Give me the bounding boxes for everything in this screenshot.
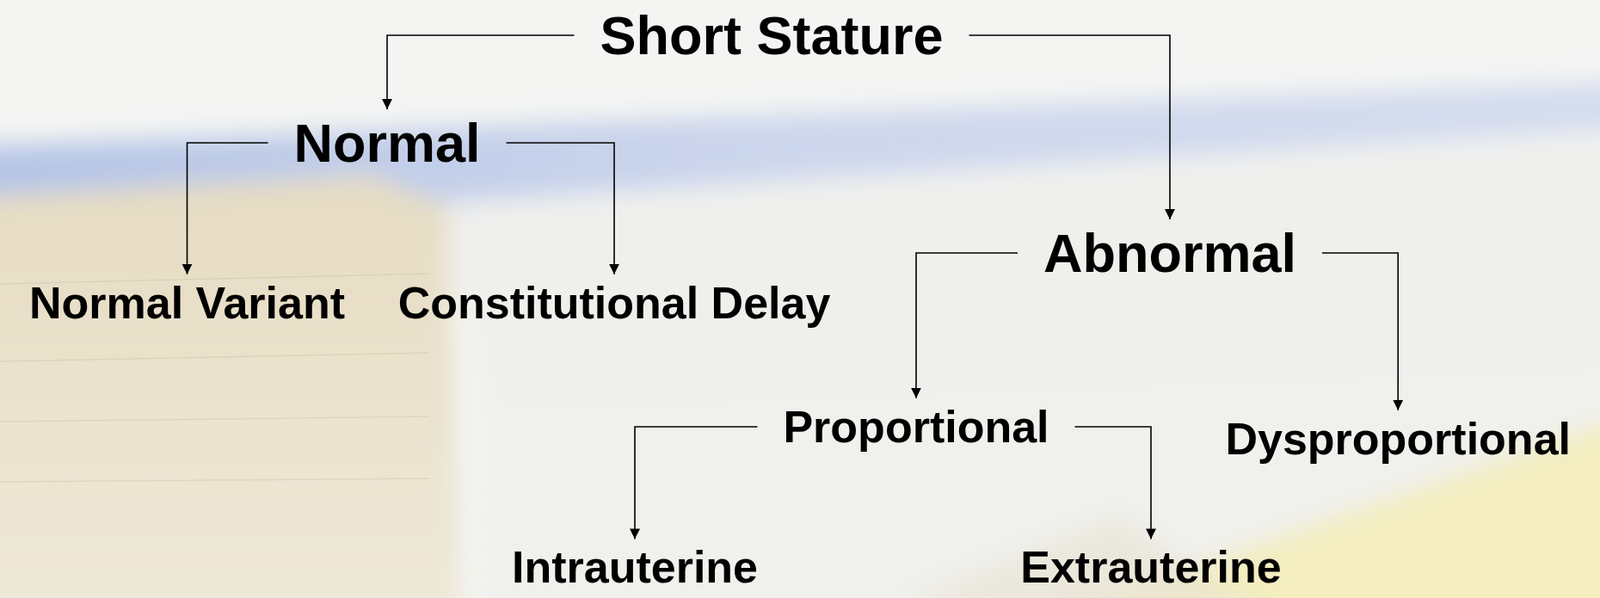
tree-connector bbox=[387, 35, 574, 110]
tree-node: Extrauterine bbox=[994, 538, 1307, 597]
node-label: Intrauterine bbox=[511, 543, 758, 591]
node-label: Constitutional Delay bbox=[398, 279, 831, 327]
tree-node: Dysproportional bbox=[1199, 410, 1597, 468]
tree-node: Proportional bbox=[756, 398, 1075, 456]
tree-connector bbox=[634, 426, 757, 539]
tree-connector bbox=[916, 252, 1018, 399]
node-label: Extrauterine bbox=[1020, 543, 1281, 591]
tree-node: Intrauterine bbox=[486, 538, 784, 597]
node-label: Normal bbox=[293, 114, 480, 172]
tree-connector bbox=[506, 142, 615, 275]
tree-node: Abnormal bbox=[1017, 219, 1323, 287]
page-lines bbox=[0, 273, 431, 482]
blurred-books bbox=[0, 81, 1600, 598]
tree-node: Normal bbox=[267, 109, 506, 177]
tree-node: Constitutional Delay bbox=[372, 274, 857, 333]
tree-connector bbox=[187, 142, 269, 275]
node-label: Short Stature bbox=[599, 6, 943, 64]
tree-connector bbox=[969, 35, 1170, 220]
tree-connector bbox=[1322, 252, 1398, 411]
tree-node: Short Stature bbox=[573, 1, 969, 69]
node-label: Proportional bbox=[782, 403, 1049, 451]
node-label: Normal Variant bbox=[29, 279, 345, 327]
tree-node: Normal Variant bbox=[3, 274, 371, 333]
tree-connector bbox=[1075, 426, 1151, 539]
node-label: Abnormal bbox=[1043, 224, 1297, 282]
node-label: Dysproportional bbox=[1224, 415, 1571, 463]
